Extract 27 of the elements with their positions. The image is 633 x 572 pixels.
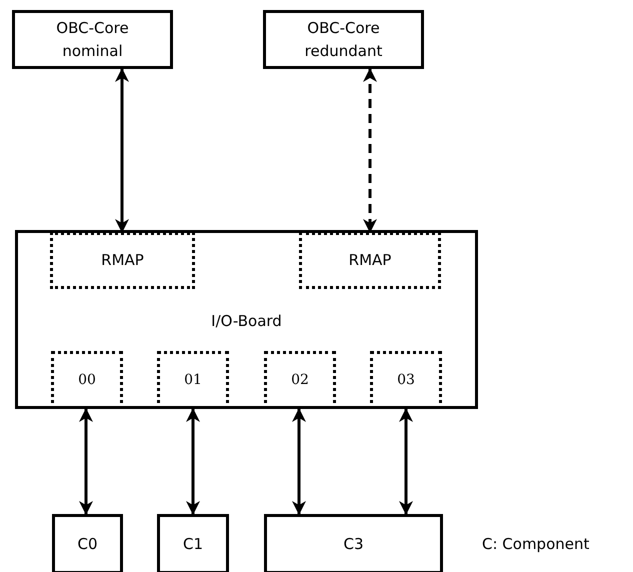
core-box <box>263 10 424 69</box>
node-label: 02 <box>291 370 309 390</box>
node-label: OBC-Core redundant <box>304 18 384 62</box>
node-label: RMAP <box>101 250 144 272</box>
node-label: I/O-Board <box>210 311 283 332</box>
node-label: C3 <box>343 534 364 555</box>
node-label: C0 <box>77 534 98 555</box>
component-box <box>264 514 443 572</box>
component-box <box>52 514 123 572</box>
double-arrow <box>292 408 306 515</box>
core-box <box>12 10 173 69</box>
double-arrow <box>79 408 93 515</box>
double-arrow <box>399 408 413 515</box>
node-label: 00 <box>78 370 96 390</box>
component-box <box>157 514 229 572</box>
double-arrow <box>186 408 200 515</box>
rmap-box <box>299 232 441 289</box>
double-arrow <box>363 68 377 233</box>
node-label: OBC-Core nominal <box>55 18 130 62</box>
node-label: 03 <box>397 370 415 390</box>
double-arrow <box>115 68 129 233</box>
node-label: C1 <box>182 534 204 555</box>
legend-note: C: Component <box>482 534 590 555</box>
rmap-box <box>50 232 195 289</box>
board-box <box>15 230 478 409</box>
node-label: RMAP <box>348 250 392 272</box>
node-label: 01 <box>184 370 202 390</box>
